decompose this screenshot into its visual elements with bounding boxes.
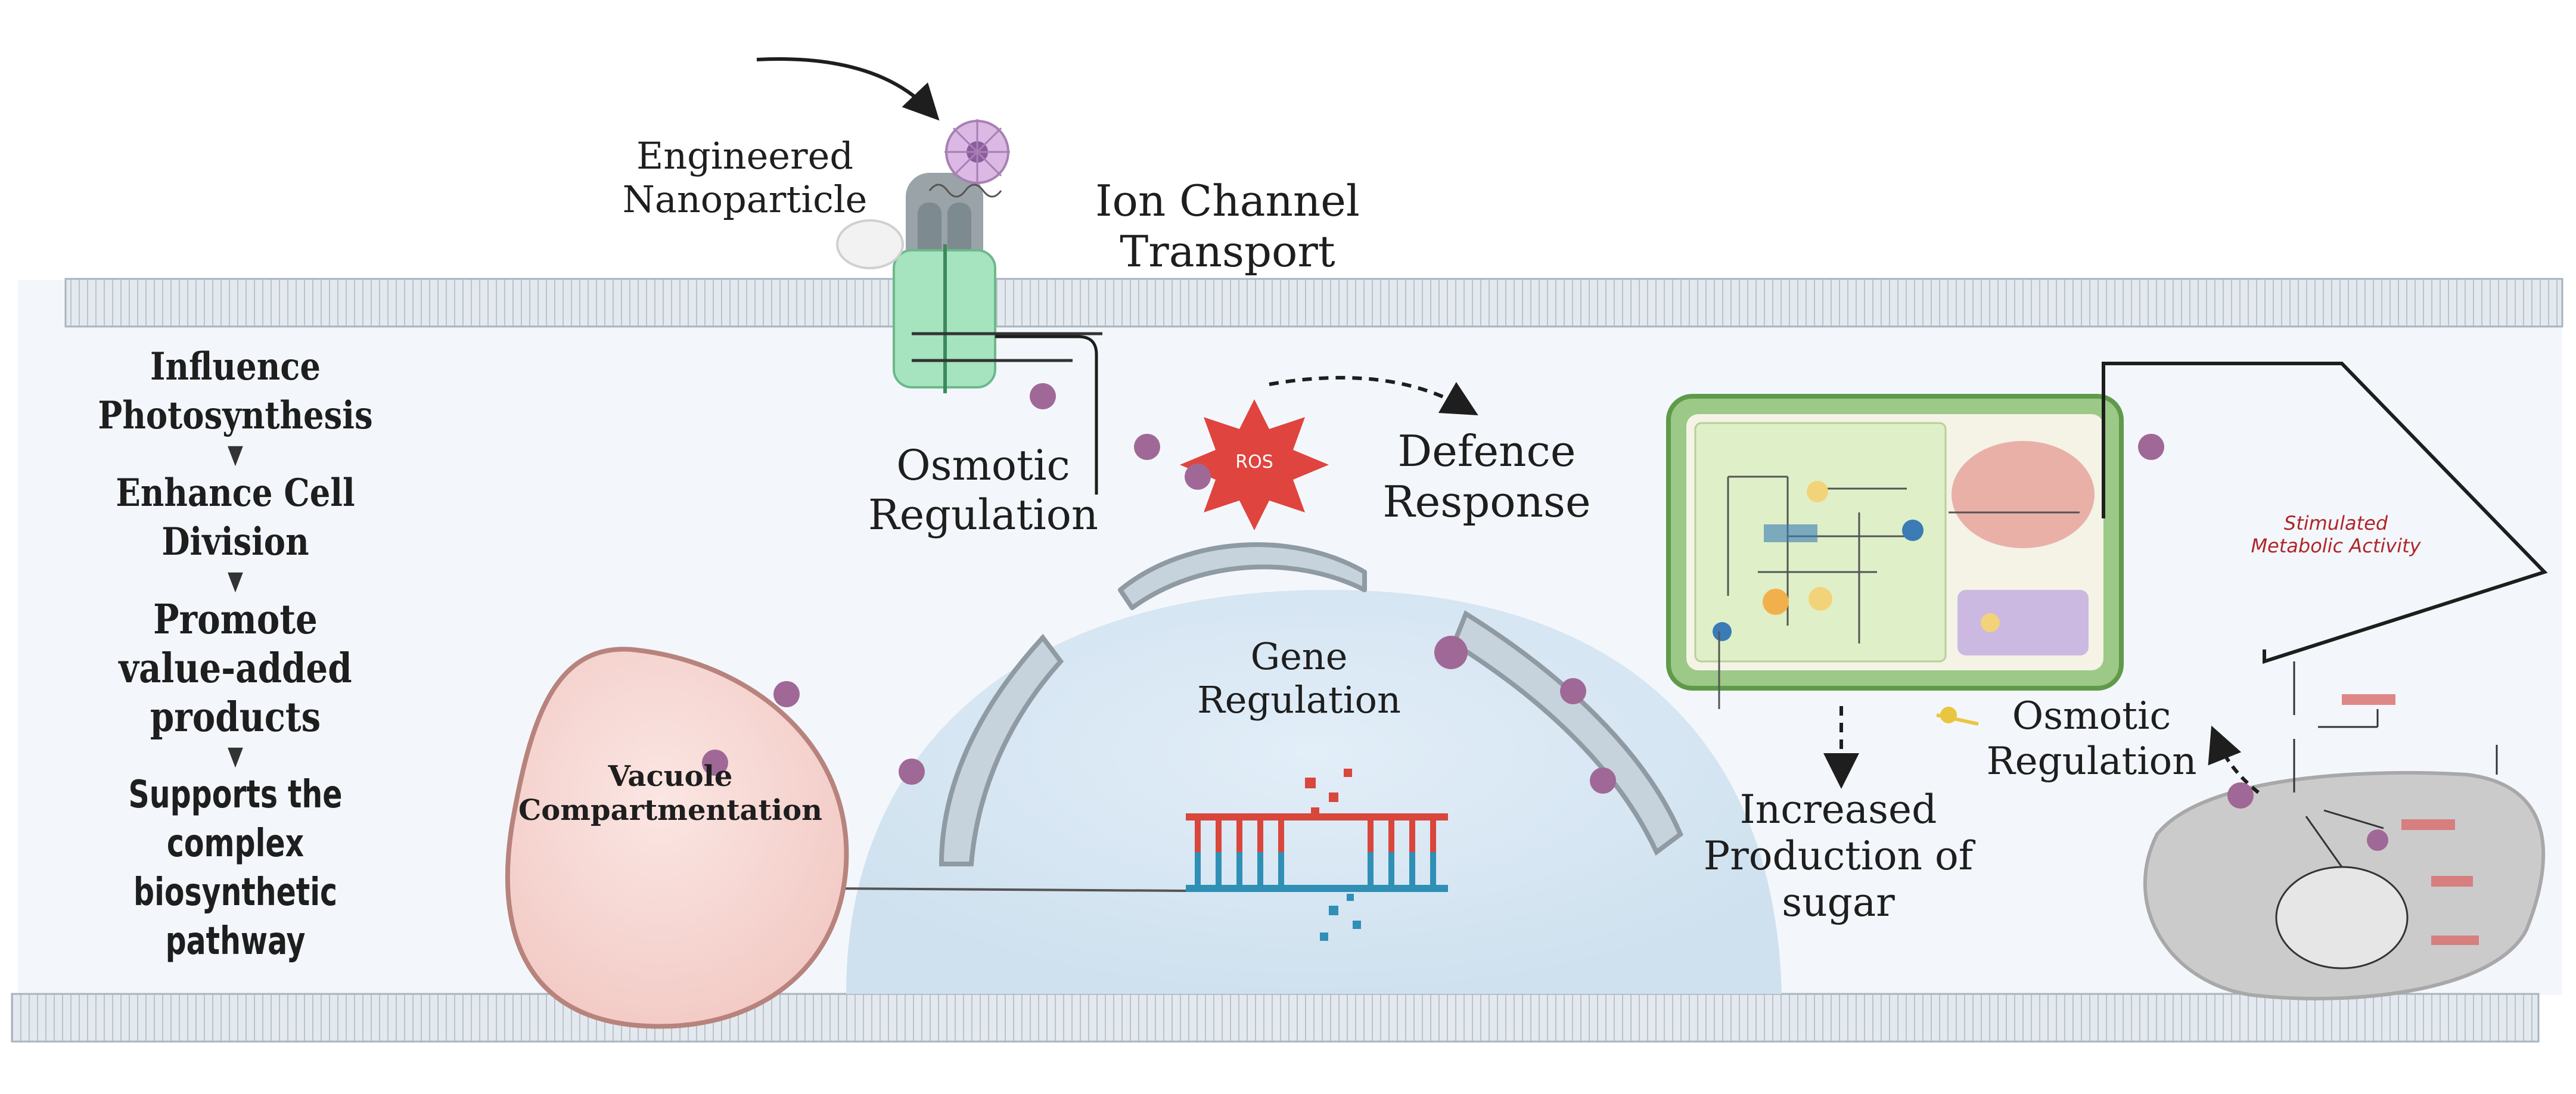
metabolic-pathway — [2293, 661, 2498, 868]
nuclear-envelope — [1451, 610, 1683, 856]
top-membrane — [64, 278, 2563, 328]
callout-outline — [2102, 362, 2548, 664]
down-arrow-icon: ▼ — [228, 565, 243, 596]
nuclear-envelope — [939, 633, 1064, 866]
dna-strand — [1186, 769, 1448, 941]
chloroplast — [1666, 394, 2124, 691]
ros-burst — [1180, 399, 1329, 530]
nanoparticle — [836, 119, 1010, 269]
down-arrow-icon: ▼ — [228, 439, 243, 470]
defence-arrow — [1269, 375, 1478, 415]
incoming-arrow — [756, 57, 940, 121]
nuclear-envelope — [1118, 542, 1367, 610]
ion-channel-protein — [893, 173, 1102, 495]
down-arrow-icon: ▼ — [228, 741, 243, 771]
particles — [702, 383, 2388, 851]
bottom-membrane — [11, 993, 2540, 1043]
mito-dashed-arrow — [2208, 725, 2260, 794]
tca-cycle — [2275, 866, 2409, 969]
vacuole — [505, 647, 849, 1029]
ros-label: ROS — [1235, 452, 1273, 473]
